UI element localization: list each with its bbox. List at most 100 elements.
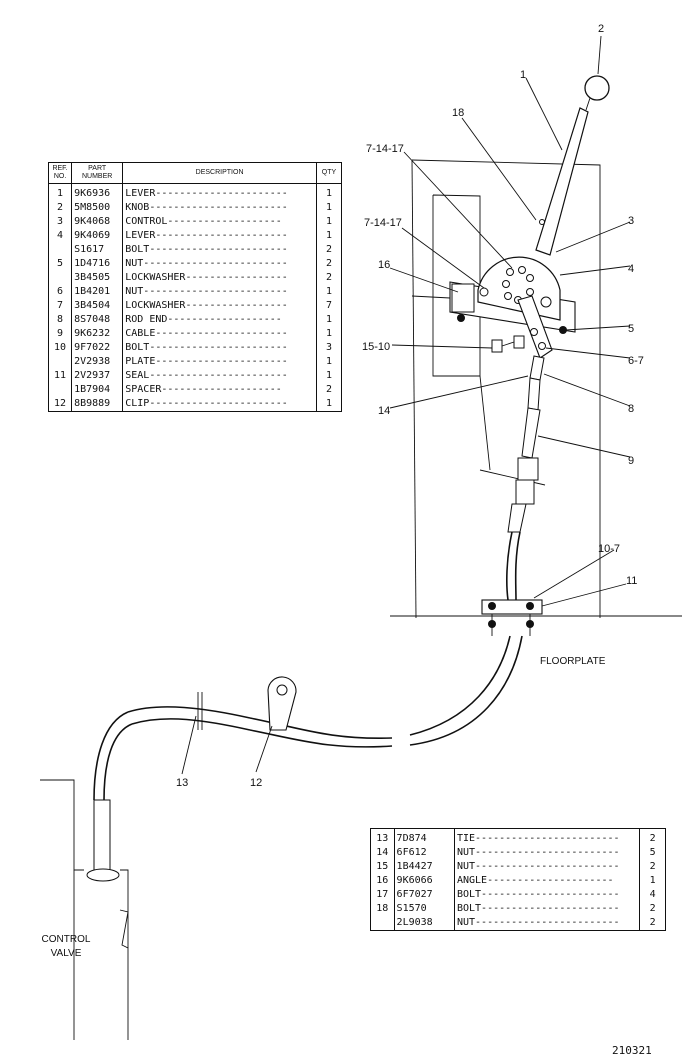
ref-cell: 2 [47,201,72,215]
callout-13: 13 [176,777,188,789]
header-part-number: PART NUMBER [71,162,124,184]
part-number-cell: 5M8500 [71,201,123,215]
callout-18: 18 [452,107,464,119]
qty-cell: 1 [315,397,342,412]
ref-cell: 10 [47,341,72,355]
callout-12: 12 [250,777,262,789]
part-number-cell: 9K6936 [71,183,123,201]
callout-11: 11 [626,575,637,587]
description-cell: BOLT----------------------- [453,902,640,916]
description-cell: SPACER-------------------- [122,383,317,397]
qty-cell: 1 [639,874,666,888]
cable-clip [267,676,297,731]
part-number-cell: 3B4505 [71,271,123,285]
description-cell: PLATE---------------------- [122,355,317,369]
part-number-cell: 9K4068 [71,215,123,229]
ref-cell [47,355,72,369]
description-cell: LEVER---------------------- [122,229,317,243]
qty-cell: 1 [315,215,342,229]
qty-cell: 4 [639,888,666,902]
qty-cell: 5 [639,846,666,860]
cable-tie [197,692,203,730]
description-cell: NUT------------------------ [122,285,317,299]
ref-cell: 13 [370,828,395,846]
header-ref-no: REF. NO. [47,162,73,184]
floorplate-label: FLOORPLATE [540,656,606,667]
qty-cell: 2 [639,902,666,916]
ref-cell [47,271,72,285]
ref-cell: 11 [47,369,72,383]
callout-2: 2 [598,23,604,35]
ref-cell [47,383,72,397]
description-cell: BOLT----------------------- [453,888,640,902]
callout-7-14-17-upper: 7-14-17 [366,143,404,155]
ref-cell: 15 [370,860,395,874]
control-valve-label: CONTROL VALVE [34,933,98,961]
cab-panel [411,159,601,619]
ref-cell: 7 [47,299,72,313]
ref-cell: 18 [370,902,395,916]
description-cell: LOCKWASHER----------------- [122,271,317,285]
callout-4: 4 [628,263,634,275]
qty-cell: 2 [315,383,342,397]
qty-cell: 2 [315,257,342,271]
control-valve-label-line2: VALVE [50,948,82,959]
qty-cell: 1 [315,285,342,299]
ref-cell: 12 [47,397,72,412]
bracket-bolts [491,335,525,353]
description-cell: LOCKWASHER----------------- [122,299,317,313]
part-number-cell: 3B4504 [71,299,123,313]
lower-lever [517,295,553,359]
callout-9: 9 [628,455,634,467]
qty-cell: 1 [315,201,342,215]
callout-5: 5 [628,323,634,335]
qty-cell: 2 [639,916,666,931]
qty-cell: 1 [315,369,342,383]
description-cell: CONTROL------------------- [122,215,317,229]
control-valve-label-line1: CONTROL [41,934,91,945]
description-cell: CLIP----------------------- [122,397,317,412]
qty-cell: 3 [315,341,342,355]
description-cell: LEVER---------------------- [122,183,317,201]
description-cell: ROD END------------------- [122,313,317,327]
part-number-cell: 8S7048 [71,313,123,327]
leader-lines [181,35,631,775]
ref-cell: 8 [47,313,72,327]
qty-cell: 7 [315,299,342,313]
part-number-cell: S1617 [71,243,123,257]
qty-cell: 2 [315,271,342,285]
control-valve [40,779,129,1040]
description-cell: BOLT----------------------- [122,243,317,257]
part-number-cell: 9K6066 [393,874,455,888]
cable-run [93,635,523,801]
qty-cell: 1 [315,229,342,243]
header-qty: QTY [315,162,343,184]
control-quadrant [477,256,561,321]
part-number-cell: 2V2938 [71,355,123,369]
part-number-cell: 9K4069 [71,229,123,243]
callout-16: 16 [378,259,390,271]
callout-3: 3 [628,215,634,227]
ref-cell [47,243,72,257]
description-cell: TIE------------------------ [453,828,640,846]
description-cell: CABLE---------------------- [122,327,317,341]
